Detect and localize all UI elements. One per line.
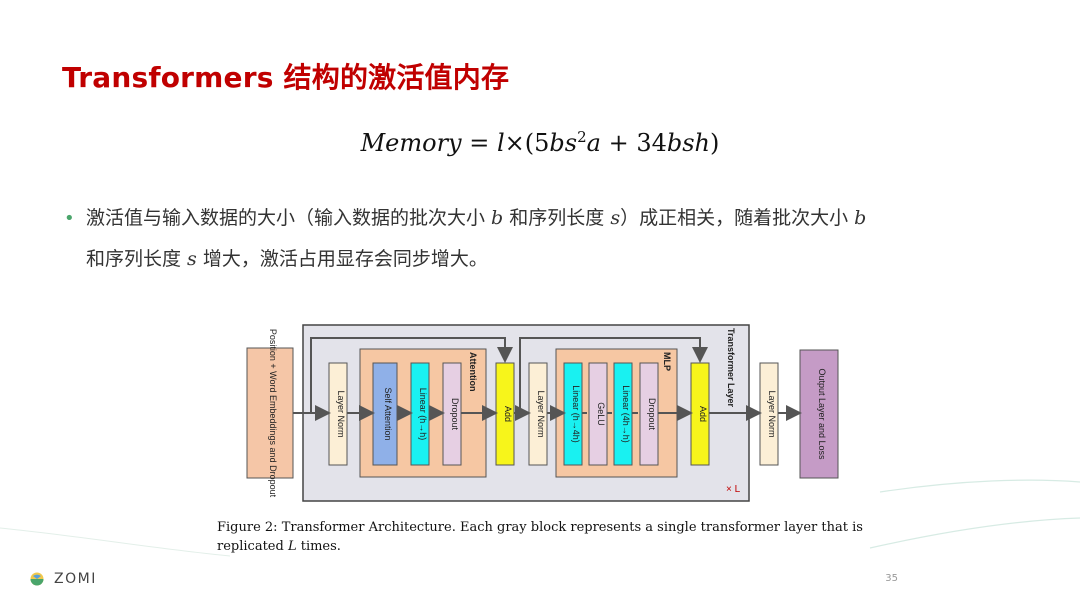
layer-norm-2-label: Layer Norm [536,390,546,437]
mlp-label: MLP [662,352,672,371]
flow-arrows [293,337,802,421]
bullet-point: • 激活值与输入数据的大小（输入数据的批次大小 b 和序列长度 s）成正相关，随… [64,198,1024,280]
dropout-1-label: Dropout [450,398,460,431]
figure-caption: Figure 2: Transformer Architecture. Each… [217,520,863,554]
add-2-label: Add [698,406,708,422]
linear-4hh-label: Linear (4h→h) [621,385,631,443]
input-block-label: Position + Word Embeddings and Dropout [268,329,278,498]
zomi-logo-text: ZOMI [54,571,97,587]
bullet-text: 激活值与输入数据的大小（输入数据的批次大小 b 和序列长度 s）成正相关，随着批… [86,207,867,270]
layer-norm-1-label: Layer Norm [336,390,346,437]
output-block-label: Output Layer and Loss [817,368,827,460]
layer-norm-3-label: Layer Norm [767,390,777,437]
linear-h4h-label: Linear (h→4h) [571,385,581,443]
page-number: 35 [885,573,898,584]
gelu-label: GeLU [596,402,606,426]
self-attention-label: Self Attention [383,387,393,440]
attention-label: Attention [468,352,478,392]
add-1-label: Add [503,406,513,422]
linear-hh-label: Linear (h→h) [418,388,428,441]
dropout-2-label: Dropout [647,398,657,431]
memory-formula: Memory = l×(5bs2a + 34bsh) [360,128,720,157]
output-block [799,349,839,479]
times-l-label: × L [726,484,741,495]
bullet-dot-icon: • [64,208,75,229]
transformer-layer-label: Transformer Layer [726,328,736,408]
slide-title: Transformers 结构的激活值内存 [62,61,510,94]
zomi-logo-icon [30,572,44,586]
